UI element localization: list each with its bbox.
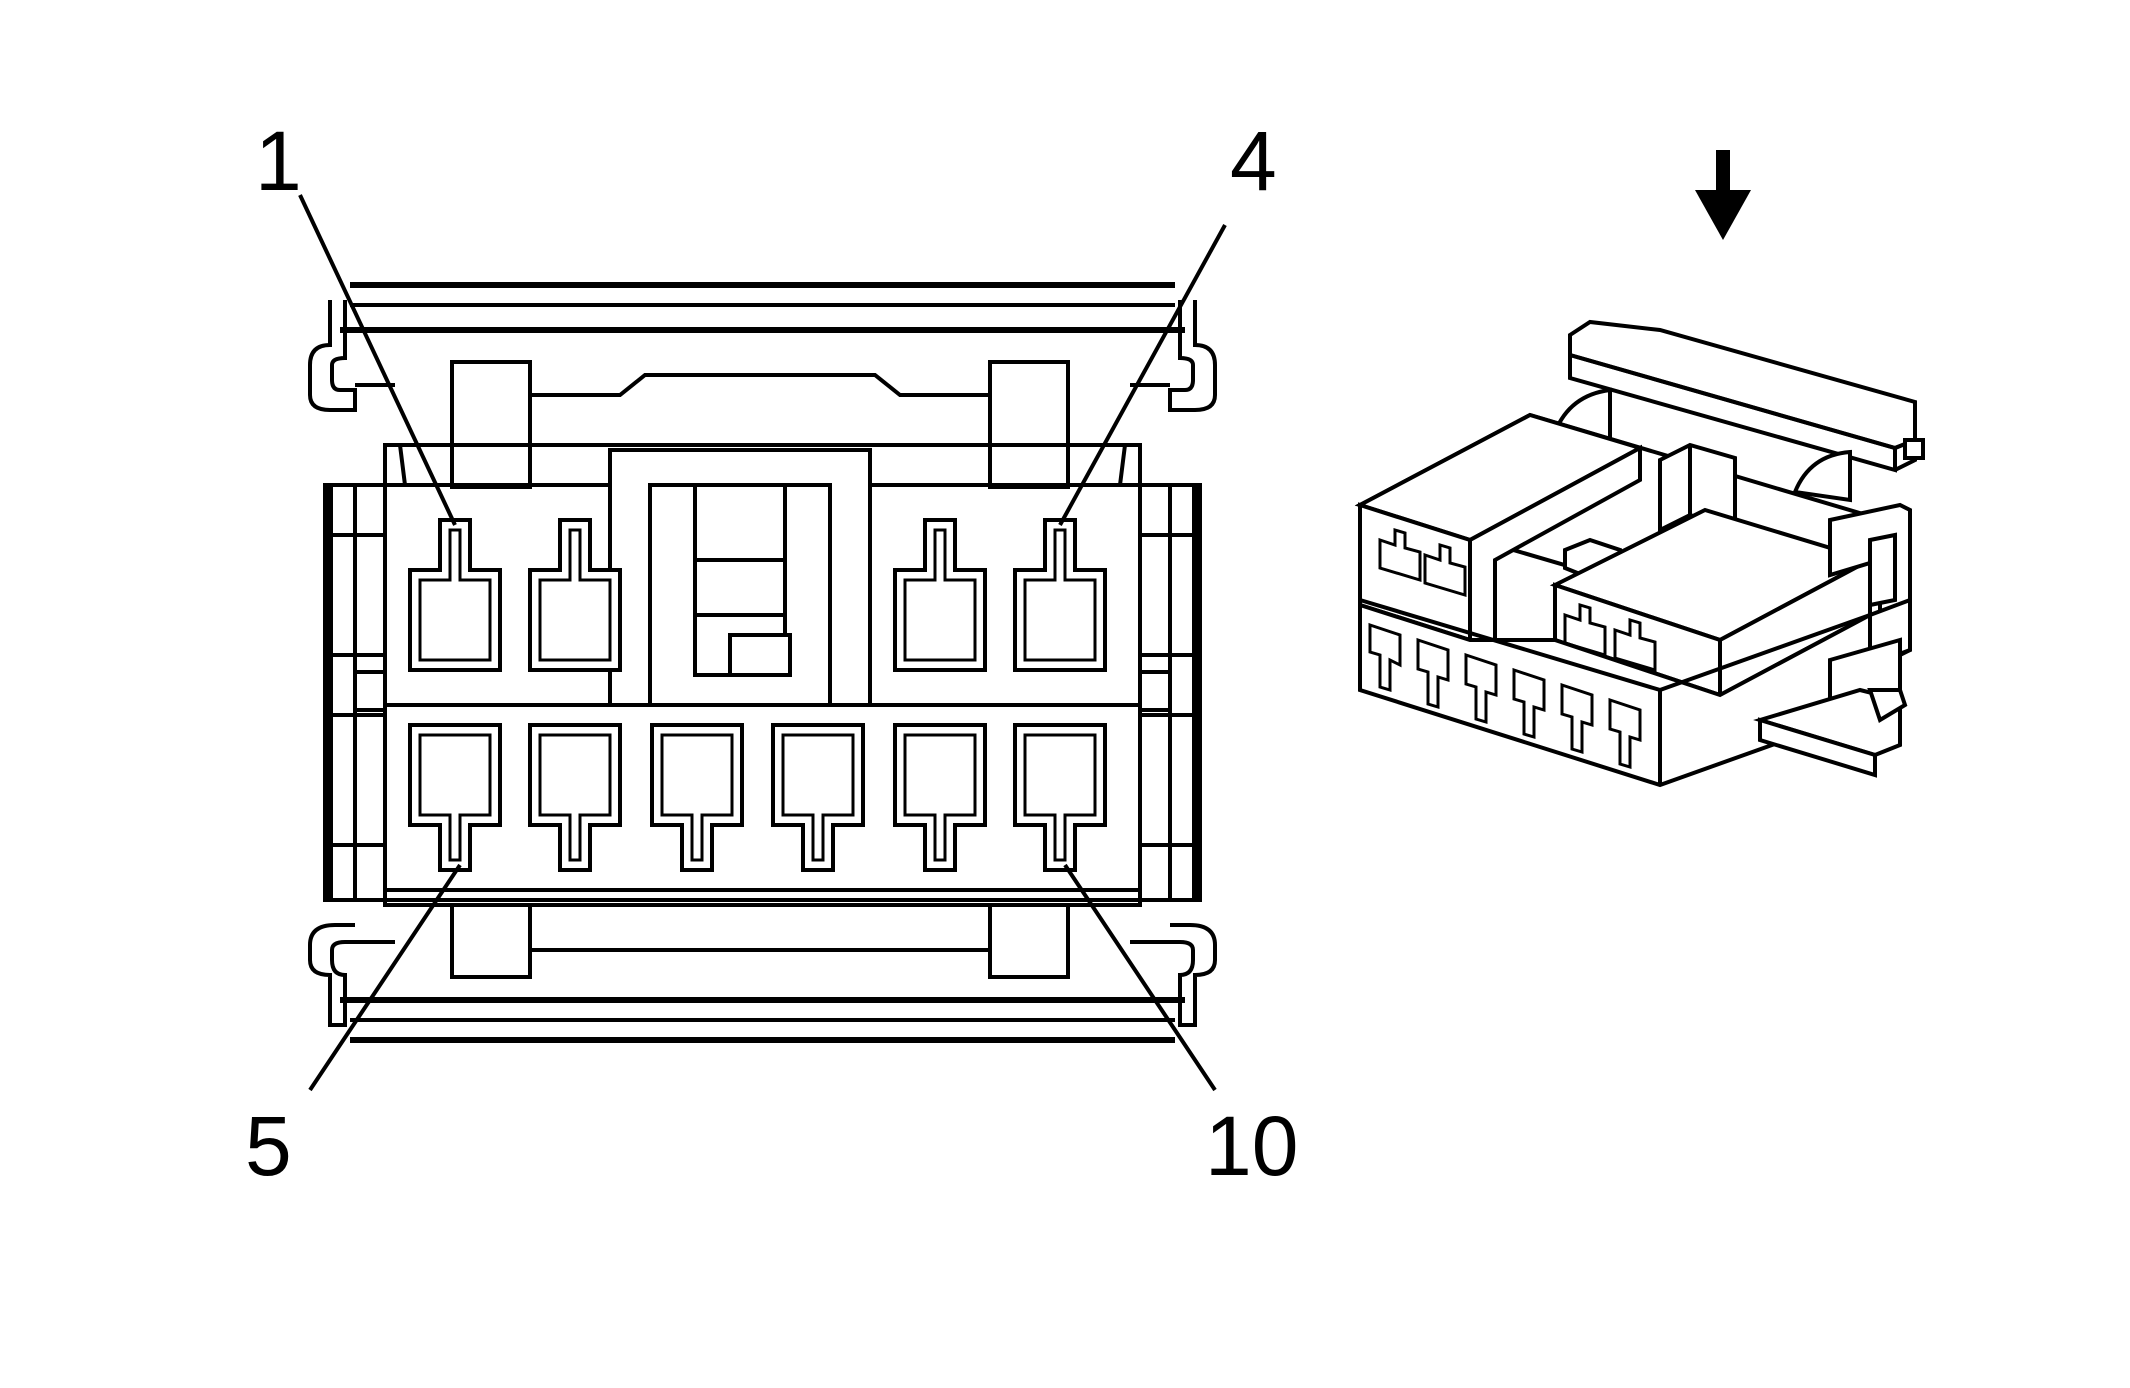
leader-pin-1 — [298, 194, 457, 526]
cavity-8 — [771, 723, 865, 872]
top-rails — [340, 282, 1185, 333]
bottom-right-tab — [988, 903, 1070, 979]
arrow-down-icon — [1695, 150, 1751, 240]
callout-pin-5: 5 — [245, 1099, 292, 1193]
cavity-2 — [528, 518, 622, 672]
leader-pin-10 — [1063, 863, 1217, 1092]
top-left-latch — [308, 300, 395, 412]
connector-body — [323, 443, 1202, 907]
bottom-right-latch — [1130, 923, 1217, 1027]
connector-front-view: 1 4 5 10 — [245, 114, 1298, 1193]
bottom-rails — [340, 997, 1185, 1043]
connector-isometric-view — [1354, 319, 1925, 788]
lower-cavity-row — [408, 723, 1107, 872]
cavity-1 — [408, 518, 502, 672]
bottom-left-latch — [308, 923, 395, 1027]
bottom-left-tab — [450, 903, 532, 979]
upper-cavity-row — [408, 518, 1107, 672]
cavity-4 — [1013, 518, 1107, 672]
callout-pin-1: 1 — [255, 114, 302, 208]
cavity-5 — [408, 723, 502, 872]
leader-pin-5 — [308, 863, 462, 1092]
callout-pin-4: 4 — [1230, 114, 1277, 208]
top-right-tab — [988, 360, 1070, 489]
cavity-6 — [528, 723, 622, 872]
cavity-7 — [650, 723, 744, 872]
cavity-9 — [893, 723, 987, 872]
leader-pin-4 — [1058, 224, 1227, 526]
connector-face — [383, 448, 1142, 892]
cavity-10 — [1013, 723, 1107, 872]
top-profile — [530, 373, 990, 397]
iso-lower-cavities — [1368, 622, 1642, 770]
cavity-3 — [893, 518, 987, 672]
callout-pin-10: 10 — [1205, 1099, 1298, 1193]
leader-lines — [298, 194, 1227, 1092]
top-left-tab — [450, 360, 532, 489]
